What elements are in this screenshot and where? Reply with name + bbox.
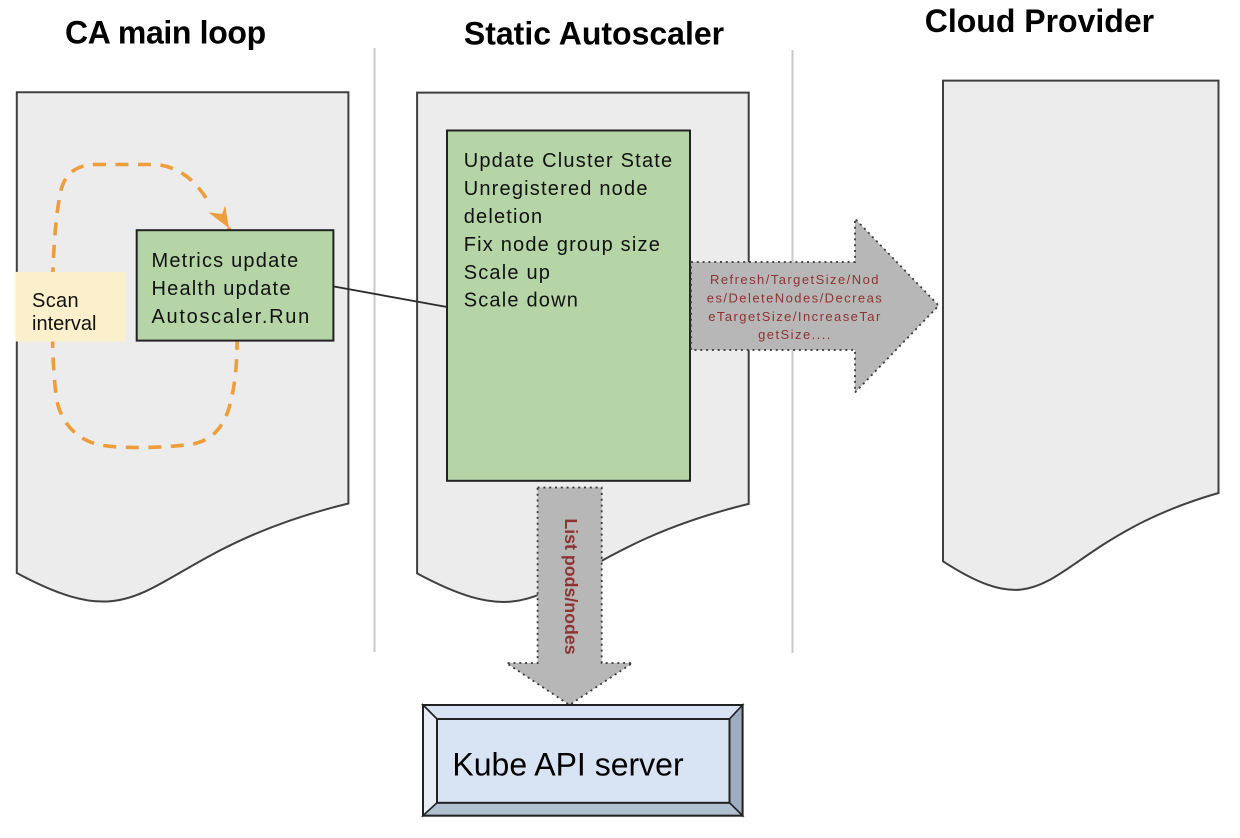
svg-text:Health update: Health update xyxy=(152,278,292,300)
svg-text:eTargetSize/IncreaseTar: eTargetSize/IncreaseTar xyxy=(708,309,882,324)
svg-text:Autoscaler.Run: Autoscaler.Run xyxy=(152,306,311,328)
svg-text:Static Autoscaler: Static Autoscaler xyxy=(464,16,724,52)
svg-text:Metrics update: Metrics update xyxy=(152,250,300,272)
svg-text:Refresh/TargetSize/Nod: Refresh/TargetSize/Nod xyxy=(710,272,880,287)
svg-text:List pods/nodes: List pods/nodes xyxy=(561,518,581,654)
svg-text:Cloud Provider: Cloud Provider xyxy=(925,3,1154,39)
svg-text:interval: interval xyxy=(32,313,96,335)
svg-text:CA main loop: CA main loop xyxy=(65,15,266,51)
svg-text:es/DeleteNodes/Decreas: es/DeleteNodes/Decreas xyxy=(707,290,883,305)
svg-text:Unregistered node: Unregistered node xyxy=(464,178,649,200)
svg-text:Fix node group size: Fix node group size xyxy=(464,234,661,256)
svg-text:Kube API server: Kube API server xyxy=(452,747,684,783)
svg-text:Scan: Scan xyxy=(32,290,79,312)
svg-text:getSize....: getSize.... xyxy=(758,327,832,342)
svg-text:deletion: deletion xyxy=(464,206,544,228)
svg-text:Update Cluster State: Update Cluster State xyxy=(464,150,674,172)
svg-text:Scale down: Scale down xyxy=(464,290,579,312)
svg-text:Scale up: Scale up xyxy=(464,262,551,284)
